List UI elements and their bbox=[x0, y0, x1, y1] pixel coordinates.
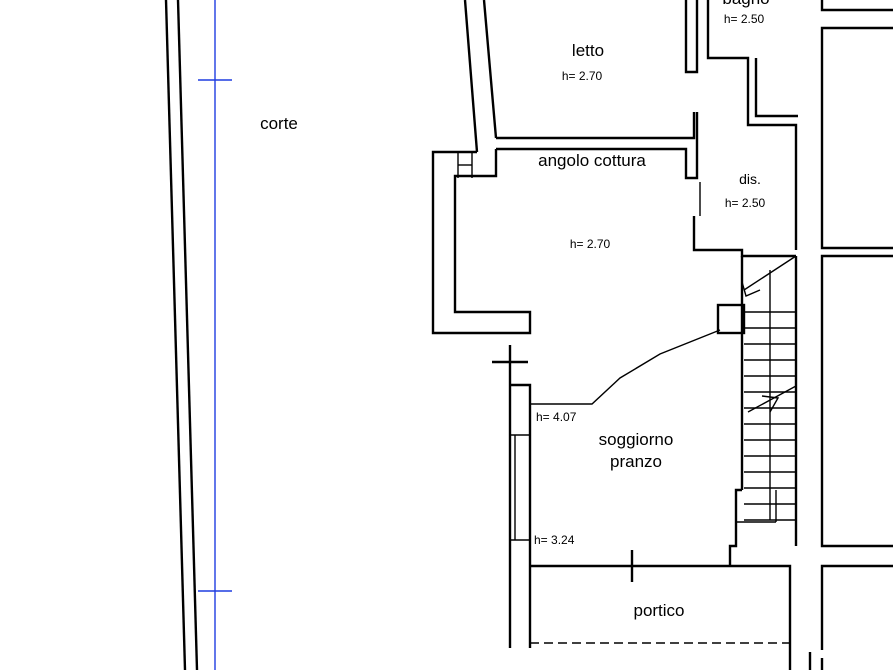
right-side-walls bbox=[820, 0, 893, 650]
boundary-wall-left bbox=[164, 0, 199, 670]
staircase bbox=[728, 255, 798, 566]
living-room-walls bbox=[492, 303, 746, 648]
room-height-dis: h= 2.50 bbox=[725, 196, 766, 210]
room-height-soggiorno-bottom: h= 3.24 bbox=[534, 533, 575, 547]
reference-axis-line bbox=[198, 0, 232, 670]
room-height-bagno: h= 2.50 bbox=[724, 12, 765, 26]
room-label-bagno: bagno bbox=[722, 0, 769, 8]
room-label-dis: dis. bbox=[739, 171, 761, 187]
corridor-walls bbox=[692, 182, 796, 258]
kitchen-walls bbox=[431, 149, 532, 335]
room-height-soggiorno-top: h= 4.07 bbox=[536, 410, 577, 424]
room-label-portico: portico bbox=[633, 601, 684, 620]
bathroom-walls bbox=[706, 0, 798, 250]
room-height-letto: h= 2.70 bbox=[562, 69, 603, 83]
bedroom-walls bbox=[463, 0, 699, 180]
room-label-letto: letto bbox=[572, 41, 604, 60]
room-label-pranzo: pranzo bbox=[610, 452, 662, 471]
room-label-angolo-cottura: angolo cottura bbox=[538, 151, 646, 170]
room-label-soggiorno: soggiorno bbox=[599, 430, 674, 449]
room-label-corte: corte bbox=[260, 114, 298, 133]
porch-walls bbox=[530, 550, 824, 670]
room-height-angolo-cottura: h= 2.70 bbox=[570, 237, 611, 251]
